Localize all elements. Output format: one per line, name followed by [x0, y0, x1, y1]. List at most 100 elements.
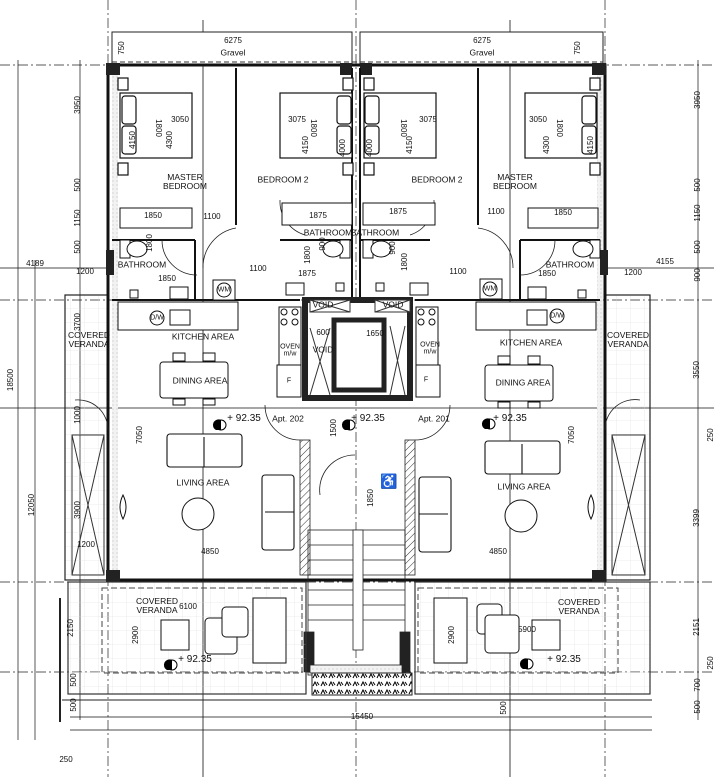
fixture-label: WM	[217, 286, 231, 294]
dimension-label: 12050	[26, 493, 36, 517]
room-label: LIVING AREA	[176, 477, 230, 488]
dimension-label: 1500	[328, 419, 338, 437]
dimension-label: 4189	[26, 258, 44, 268]
dimension-label: 1850	[144, 210, 162, 220]
wardrobes	[119, 202, 599, 229]
dimension-label: 1150	[72, 209, 82, 227]
dimension-label: 4150	[404, 136, 414, 154]
room-label: BATHROOM	[303, 227, 353, 238]
dimension-label: 3900	[72, 501, 82, 519]
dimension-label: 3075	[288, 114, 306, 124]
dimension-label: 4155	[656, 256, 674, 266]
dimension-label: 1800	[399, 119, 409, 137]
room-label: VOID	[312, 344, 334, 355]
dimension-label: 7050	[134, 426, 144, 444]
dimension-label: 6275	[473, 35, 491, 45]
dimension-label: 500	[692, 700, 702, 714]
fixture-label: OVEN m/w	[420, 341, 440, 356]
dimension-label: 7050	[566, 426, 576, 444]
dimension-label: 250	[705, 656, 714, 670]
dimension-label: 500	[72, 240, 82, 254]
dimension-label: 4150	[585, 136, 595, 154]
dimension-label: 1100	[249, 263, 267, 273]
dimension-label: 500	[692, 178, 702, 192]
dimension-label: 1850	[538, 268, 556, 278]
wheelchair-icon: ♿	[380, 473, 397, 490]
dimension-label: 1000	[72, 406, 82, 424]
room-label: BATHROOM	[350, 227, 400, 238]
room-label: BEDROOM 2	[411, 174, 463, 185]
dimension-label: 1650	[366, 328, 384, 338]
level-marker: + 92.35	[547, 653, 581, 665]
dimension-label: 2900	[446, 626, 456, 644]
room-label: KITCHEN AREA	[499, 337, 563, 348]
dimension-label: 750	[572, 41, 582, 55]
room-label: BATHROOM	[117, 259, 167, 270]
dimension-label: 1100	[203, 211, 221, 221]
dimension-label: 3550	[691, 361, 701, 379]
dimension-label: 1800	[154, 119, 164, 137]
dimension-label: 500	[72, 178, 82, 192]
dimension-label: 1200	[77, 539, 95, 549]
dining-tables	[159, 352, 554, 409]
fixture-label: OVEN m/w	[280, 343, 300, 358]
dimension-label: 4300	[164, 131, 174, 149]
room-label: Gravel	[469, 47, 495, 58]
dimension-label: 1875	[309, 210, 327, 220]
dimension-label: 3399	[691, 509, 701, 527]
dimension-label: 1800	[302, 246, 312, 264]
dimension-label: 18500	[5, 368, 15, 392]
level-marker: + 92.35	[493, 412, 527, 424]
dimension-label: 4300	[541, 136, 551, 154]
dimension-label: 3950	[692, 91, 702, 109]
level-marker: + 92.35	[227, 412, 261, 424]
dimension-label: 15450	[350, 711, 374, 721]
dimension-label: 1800	[399, 253, 409, 271]
room-label: COVERED VERANDA	[606, 330, 650, 349]
room-label: Gravel	[220, 47, 246, 58]
dimension-label: 2150	[65, 619, 75, 637]
dimension-label: 600	[316, 327, 330, 337]
dimension-label: 1200	[76, 266, 94, 276]
fixture-label: D/W	[150, 314, 164, 322]
veranda-furniture	[160, 597, 561, 664]
room-label: BATHROOM	[545, 259, 595, 270]
room-label: DINING AREA	[495, 377, 551, 388]
structural-columns	[106, 63, 608, 582]
room-label: KITCHEN AREA	[171, 331, 235, 342]
dimension-label: 3050	[171, 114, 189, 124]
level-marker: + 92.35	[351, 412, 385, 424]
dimension-label: 1875	[389, 206, 407, 216]
room-label: DINING AREA	[172, 375, 228, 386]
fixture-label: D/W	[550, 312, 564, 320]
dimension-label: 6100	[179, 601, 197, 611]
dimension-label: 1150	[692, 204, 702, 222]
dimension-label: 700	[692, 678, 702, 692]
dimension-label: 4150	[300, 136, 310, 154]
sofas	[166, 433, 561, 553]
dimension-label: 500	[692, 240, 702, 254]
dimension-label: 1100	[487, 206, 505, 216]
dimension-label: 900	[317, 237, 327, 251]
fixture-label: F	[286, 377, 292, 385]
room-label: LIVING AREA	[497, 481, 551, 492]
dimension-label: 4850	[201, 546, 219, 556]
dimension-label: 1875	[298, 268, 316, 278]
dimension-label: 5900	[518, 624, 536, 634]
dimension-label: 250	[705, 428, 714, 442]
room-label: COVERED VERANDA	[67, 330, 111, 349]
dimension-label: 4000	[337, 139, 347, 157]
fixture-label: WM	[483, 285, 497, 293]
dimension-label: 4850	[489, 546, 507, 556]
dimension-label: 1850	[554, 207, 572, 217]
dimension-label: 900	[387, 241, 397, 255]
dimension-label: 3050	[529, 114, 547, 124]
dimension-label: 4000	[364, 139, 374, 157]
dimension-label: 1850	[158, 273, 176, 283]
dimension-label: 250	[59, 754, 73, 764]
dimension-label: 500	[498, 701, 508, 715]
kitchen-counters	[117, 301, 597, 398]
beds	[117, 77, 601, 176]
dimension-label: 2900	[130, 626, 140, 644]
room-label: Apt. 201	[418, 413, 450, 424]
